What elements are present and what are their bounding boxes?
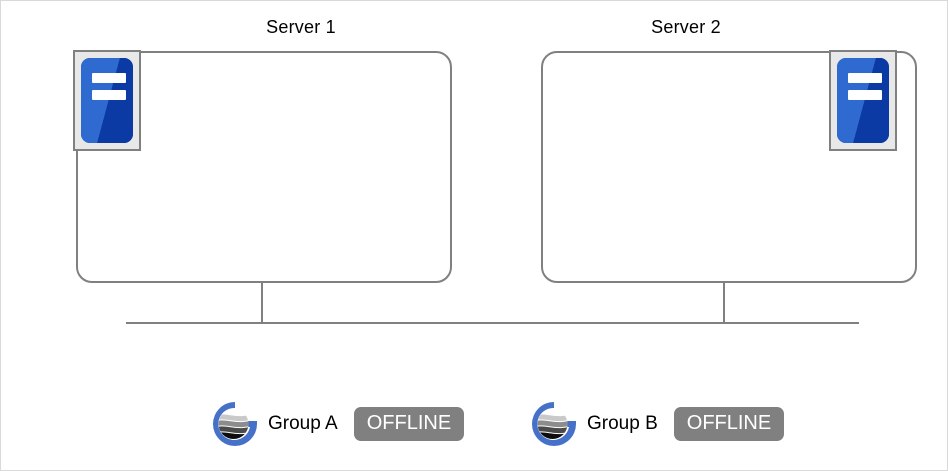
server-icon-bar-bottom: [92, 90, 126, 100]
network-bus-line: [126, 322, 859, 324]
server-1-network-connector: [261, 283, 263, 324]
group-b-row[interactable]: Group B OFFLINE: [529, 399, 785, 449]
server-icon-1[interactable]: [73, 50, 141, 151]
server-2-network-connector: [723, 283, 725, 324]
group-a-row[interactable]: Group A OFFLINE: [210, 399, 465, 449]
group-a-label: Group A: [268, 413, 338, 434]
server-icon-bar-top: [848, 73, 882, 83]
group-b-label: Group B: [587, 413, 658, 434]
server-icon: [837, 58, 889, 143]
server-icon-bar-top: [92, 73, 126, 83]
server-2-title: Server 2: [651, 17, 721, 37]
group-a-status-badge[interactable]: OFFLINE: [353, 407, 465, 441]
group-b-status-badge[interactable]: OFFLINE: [673, 407, 785, 441]
server-icon: [81, 58, 133, 143]
server-icon-bar-bottom: [848, 90, 882, 100]
group-globe-logo-icon: [213, 402, 257, 446]
server-icon-2[interactable]: [829, 50, 897, 151]
server-icon-sheen: [81, 58, 133, 143]
server-icon-sheen: [837, 58, 889, 143]
server-1-title: Server 1: [266, 17, 336, 37]
group-globe-logo-icon: [532, 402, 576, 446]
